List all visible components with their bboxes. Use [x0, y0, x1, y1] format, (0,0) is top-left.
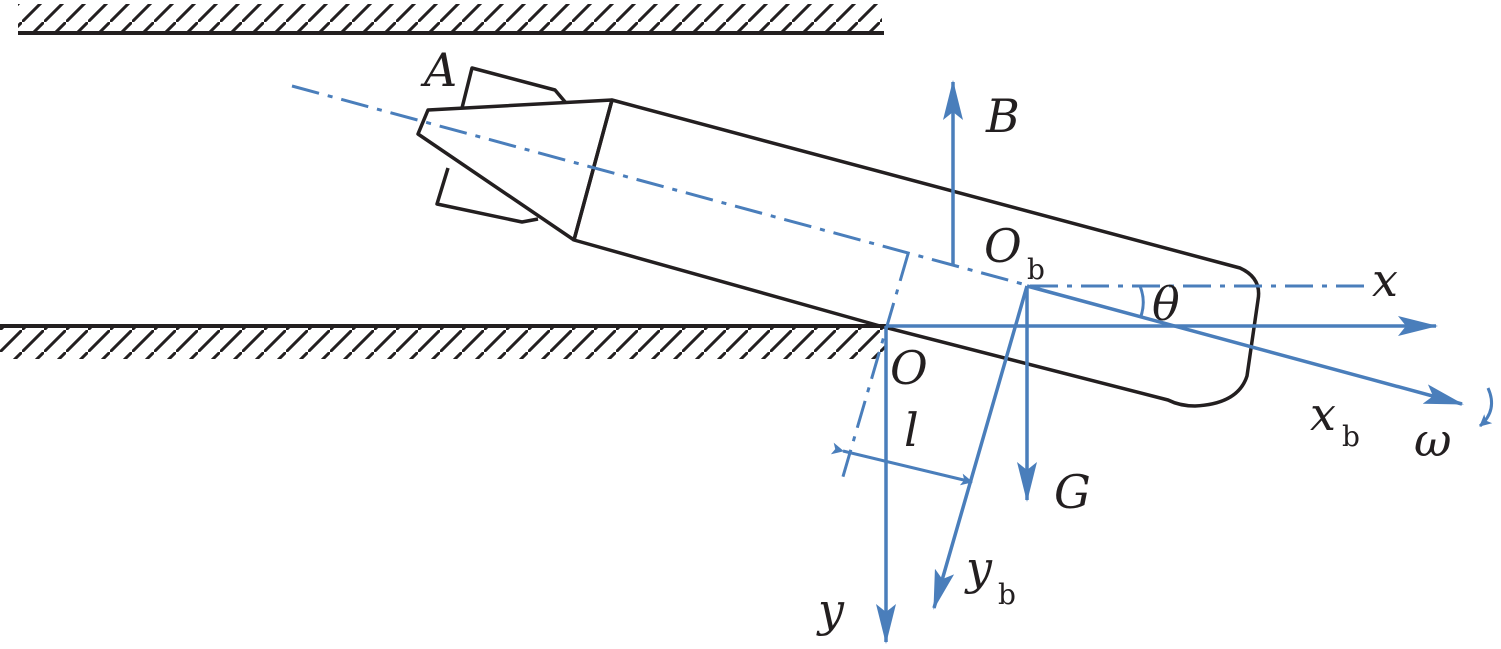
- body-section-line: [572, 99, 614, 241]
- label-o: O: [890, 341, 928, 395]
- label-l: l: [904, 403, 919, 457]
- label-xb-subscript: b: [1342, 420, 1360, 453]
- label-ob: O: [984, 219, 1022, 273]
- lower-wall: [0, 324, 886, 359]
- body-cylinder: [572, 98, 1261, 408]
- label-g: G: [1054, 465, 1091, 519]
- vectors: [830, 80, 1494, 644]
- auxiliary-perpendicular: [840, 253, 910, 481]
- projectile-body: [416, 66, 1261, 408]
- label-ob-subscript: b: [1027, 253, 1045, 286]
- xb-axis-arrow: [1026, 284, 1464, 406]
- label-y: y: [816, 583, 845, 637]
- yb-axis-arrow: [932, 285, 1029, 610]
- length-dimension-l: [830, 442, 973, 486]
- label-yb: y: [964, 541, 993, 595]
- label-x: x: [1372, 253, 1398, 307]
- label-xb: x: [1310, 387, 1336, 441]
- fin-lower: [435, 167, 539, 224]
- upper-wall: [18, 4, 884, 35]
- symmetry-axis: [291, 84, 1031, 288]
- fin-upper: [460, 66, 568, 109]
- label-b: B: [985, 89, 1020, 143]
- nose-cone: [416, 98, 613, 242]
- label-omega: ω: [1414, 413, 1452, 467]
- label-a: A: [420, 43, 457, 97]
- rotation-arrow-omega: [1478, 387, 1494, 428]
- label-theta: θ: [1152, 277, 1180, 331]
- label-yb-subscript: b: [998, 578, 1016, 611]
- theta-angle-arc: [1138, 285, 1145, 317]
